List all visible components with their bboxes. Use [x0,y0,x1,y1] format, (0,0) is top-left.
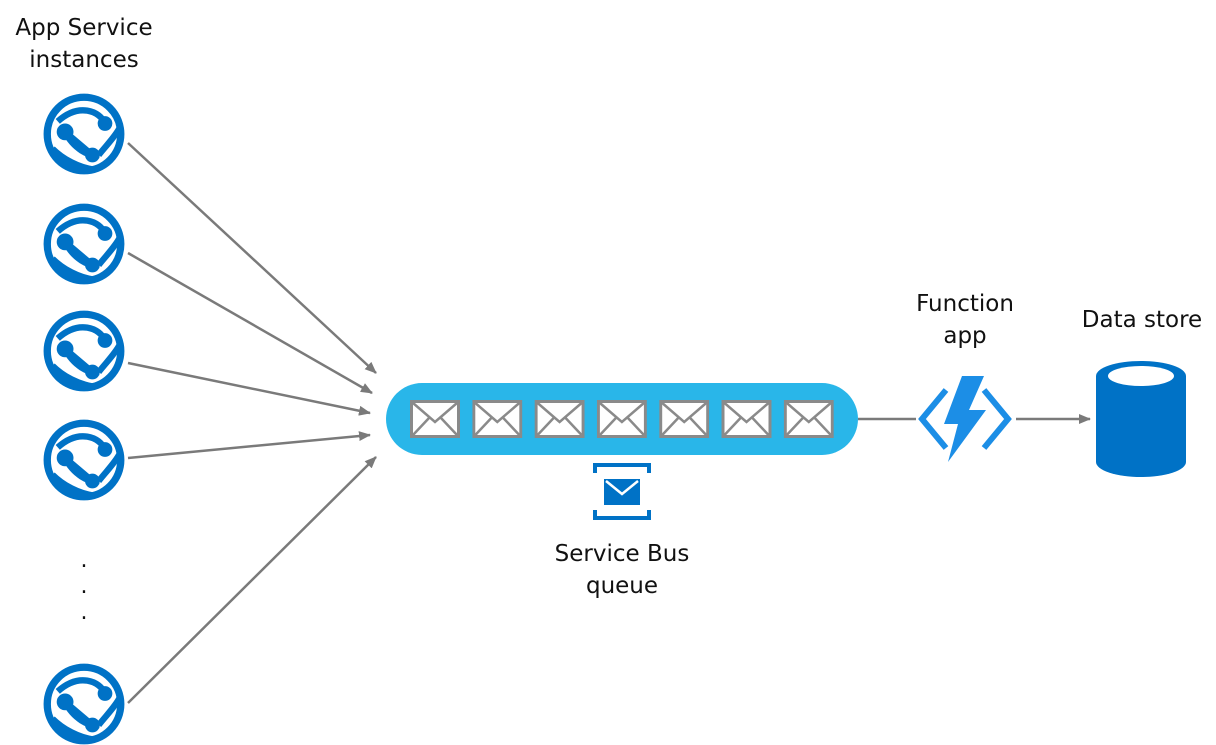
more-instances-ellipsis: . . . [81,548,88,626]
envelope-icon [410,400,460,438]
ellipsis-dot: . [80,548,88,573]
function-app-label: Function app [916,288,1014,352]
arrow-app-4 [127,431,371,460]
function-app-label-line2: app [943,323,987,349]
app-to-queue-arrows [127,142,377,704]
app-service-instances [47,97,121,741]
service-bus-queue [386,383,858,455]
globe-icon [47,97,121,171]
function-app-label-line1: Function [916,291,1014,317]
app-service-title-line2: instances [29,47,139,73]
envelope-icon [659,400,710,438]
globe-icon [47,667,121,741]
arrow-app-5 [127,456,377,704]
app-service-title-line1: App Service [15,15,153,41]
arrow-app-2 [127,251,373,395]
envelope-icon [472,400,523,438]
service-bus-label: Service Bus queue [555,538,690,602]
envelope-icon [721,400,772,438]
arrow-app-1 [127,142,377,374]
queue-messages [410,400,834,438]
envelope-icon [783,400,834,438]
globe-icon [47,314,121,388]
envelope-icon [534,400,585,438]
ellipsis-dot: . [80,600,88,625]
app-service-title: App Service instances [15,12,152,76]
database-icon [1096,361,1186,477]
globe-icon [47,423,121,497]
globe-icon [47,207,121,281]
function-icon [918,376,1012,462]
service-bus-label-line2: queue [585,573,659,599]
ellipsis-dot: . [80,574,88,599]
service-bus-icon [593,463,651,520]
data-store-label: Data store [1081,307,1203,333]
service-bus-label-line1: Service Bus [554,541,690,567]
arrow-app-3 [127,361,371,416]
envelope-icon [596,400,647,438]
